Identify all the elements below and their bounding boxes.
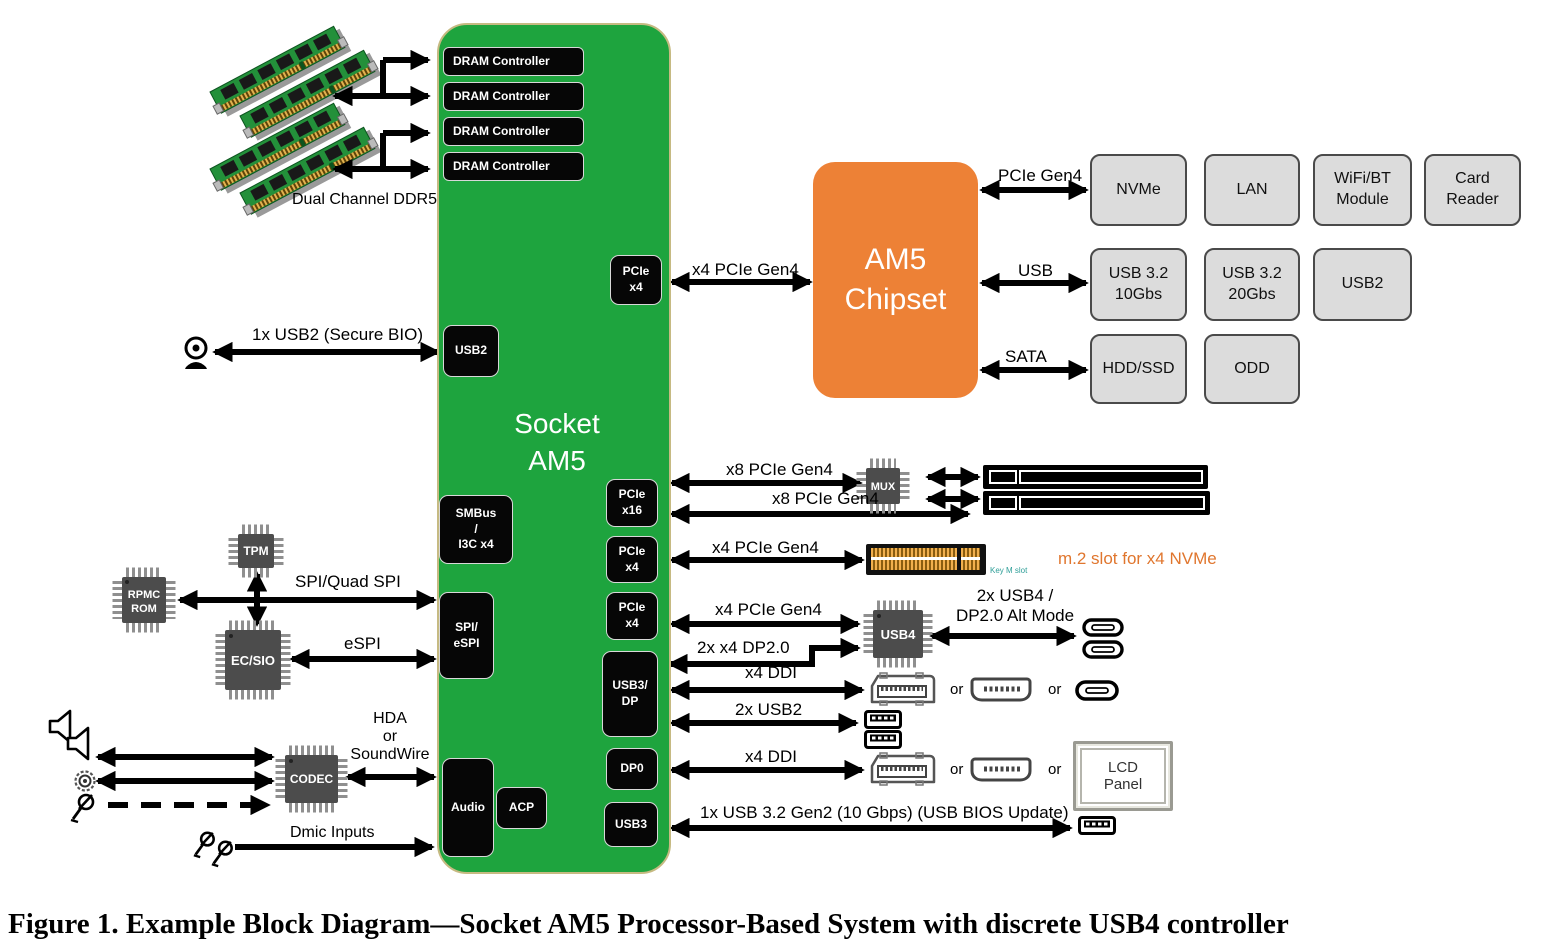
codec-label: CODEC [290, 772, 334, 786]
label-usb4-link: x4 PCIe Gen4 [715, 600, 822, 619]
label-or: or [950, 681, 964, 698]
port-spi-espi: SPI/ eSPI [439, 592, 494, 679]
dram-controller-1: DRAM Controller [443, 47, 584, 76]
port-usb2: USB2 [443, 325, 499, 377]
label-cpu-chipset: x4 PCIe Gen4 [692, 260, 799, 279]
peripheral-lan: LAN [1204, 154, 1300, 226]
pcie-slot-1 [983, 465, 1208, 489]
port-pcie-x4-b: PCIe x4 [606, 592, 658, 640]
rpmc-rom-chip: RPMC ROM [112, 567, 176, 633]
peripheral-usb32-10: USB 3.2 10Gbs [1090, 248, 1187, 321]
rpmc-label-2: ROM [131, 603, 157, 615]
label-or: or [1048, 761, 1062, 778]
mux-chip: MUX [856, 458, 910, 514]
label-ddi-a: x4 DDI [745, 663, 797, 682]
dimm-modules [209, 25, 382, 218]
label-dual-channel-ddr5: Dual Channel DDR5 [292, 191, 437, 208]
port-pcie-x4-a: PCIe x4 [606, 536, 658, 583]
label-usb2-2x: 2x USB2 [735, 700, 803, 719]
label-spi-quad: SPI/Quad SPI [295, 572, 401, 591]
port-audio: Audio [442, 758, 494, 857]
codec-chip: CODEC [275, 745, 348, 813]
ec-sio-label: EC/SIO [231, 653, 275, 668]
peripheral-card-reader: Card Reader [1424, 154, 1521, 226]
peripheral-odd: ODD [1204, 334, 1300, 404]
usb-a-icon [864, 730, 902, 749]
label-chipset-sata: SATA [1005, 347, 1047, 366]
usb4-chip: USB4 [863, 600, 933, 668]
figure-caption: Figure 1. Example Block Diagram—Socket A… [8, 908, 1289, 940]
peripheral-nvme: NVMe [1090, 154, 1187, 226]
port-usb3: USB3 [604, 802, 658, 847]
label-hda-soundwire: HDA or SoundWire [350, 710, 430, 763]
rpmc-label-1: RPMC [128, 589, 160, 601]
label-x8-bottom: x8 PCIe Gen4 [772, 489, 879, 508]
single-arrows [108, 49, 435, 858]
label-x8-top: x8 PCIe Gen4 [726, 460, 833, 479]
label-espi: eSPI [344, 634, 381, 653]
port-acp: ACP [496, 787, 547, 829]
displayport-icon [870, 752, 936, 786]
ec-sio-chip: EC/SIO [215, 620, 291, 700]
arrow-dp2 [667, 637, 861, 675]
peripheral-hdd-ssd: HDD/SSD [1090, 334, 1187, 404]
port-smbus-i3c: SMBus / I3C x4 [439, 495, 513, 564]
dram-controller-2: DRAM Controller [443, 82, 584, 111]
label-usb2-secure: 1x USB2 (Secure BIO) [252, 325, 424, 344]
label-ddi-b: x4 DDI [745, 747, 797, 766]
usb-a-icon [864, 710, 902, 729]
label-or: or [1048, 681, 1062, 698]
microphone-icon [70, 793, 95, 824]
socket-title: Socket AM5 [514, 408, 600, 476]
usb4-label: USB4 [881, 627, 916, 642]
port-pcie-x16: PCIe x16 [606, 479, 658, 527]
hdmi-icon [970, 757, 1032, 782]
peripheral-usb32-20: USB 3.2 20Gbs [1204, 248, 1300, 321]
label-dp2: 2x x4 DP2.0 [697, 638, 790, 657]
m2-slot [866, 544, 986, 575]
port-dp0: DP0 [606, 748, 658, 790]
port-pcie-x4-top: PCIe x4 [610, 255, 662, 305]
lcd-panel-label: LCD Panel [1103, 759, 1143, 793]
tpm-chip: TPM [228, 524, 284, 578]
label-chipset-pcie: PCIe Gen4 [998, 166, 1083, 185]
speaker-icon [66, 726, 90, 761]
peripheral-wifi-bt: WiFi/BT Module [1313, 154, 1412, 226]
am5-chipset-block: AM5 Chipset [813, 162, 978, 398]
dram-controller-3: DRAM Controller [443, 117, 584, 146]
label-usb32-gen2: 1x USB 3.2 Gen2 (10 Gbps) (USB BIOS Upda… [700, 803, 1069, 822]
bus-arrows [95, 85, 1089, 839]
dmic-icon [193, 831, 215, 859]
peripheral-usb2: USB2 [1313, 248, 1412, 321]
usb-c-icon [1082, 640, 1124, 659]
label-or: or [950, 761, 964, 778]
lcd-panel: LCD Panel [1073, 741, 1173, 811]
label-usb4-out: 2x USB4 / DP2.0 Alt Mode [955, 586, 1075, 625]
pcie-slot-2 [983, 491, 1210, 515]
dmic-icon [211, 840, 233, 868]
key-m-slot-label: Key M slot [990, 566, 1028, 575]
usb-c-icon [1075, 680, 1119, 701]
label-chipset-usb: USB [1018, 261, 1053, 280]
tpm-label: TPM [243, 544, 268, 558]
mux-label: MUX [871, 481, 896, 493]
dram-controller-4: DRAM Controller [443, 152, 584, 181]
headphone-jack-icon [74, 770, 96, 792]
usb-c-icon [1082, 618, 1124, 637]
dimm-module [209, 25, 352, 117]
webcam-icon [184, 336, 208, 369]
displayport-icon [870, 672, 936, 706]
label-m2-bus: x4 PCIe Gen4 [712, 538, 819, 557]
dimm-module [239, 49, 382, 141]
label-dmic-inputs: Dmic Inputs [290, 824, 375, 841]
label-m2-note: m.2 slot for x4 NVMe [1058, 549, 1217, 568]
hdmi-icon [970, 677, 1032, 702]
dimm-module [209, 102, 352, 194]
port-usb3-dp: USB3/ DP [602, 651, 658, 737]
usb-a-icon [1078, 816, 1116, 835]
